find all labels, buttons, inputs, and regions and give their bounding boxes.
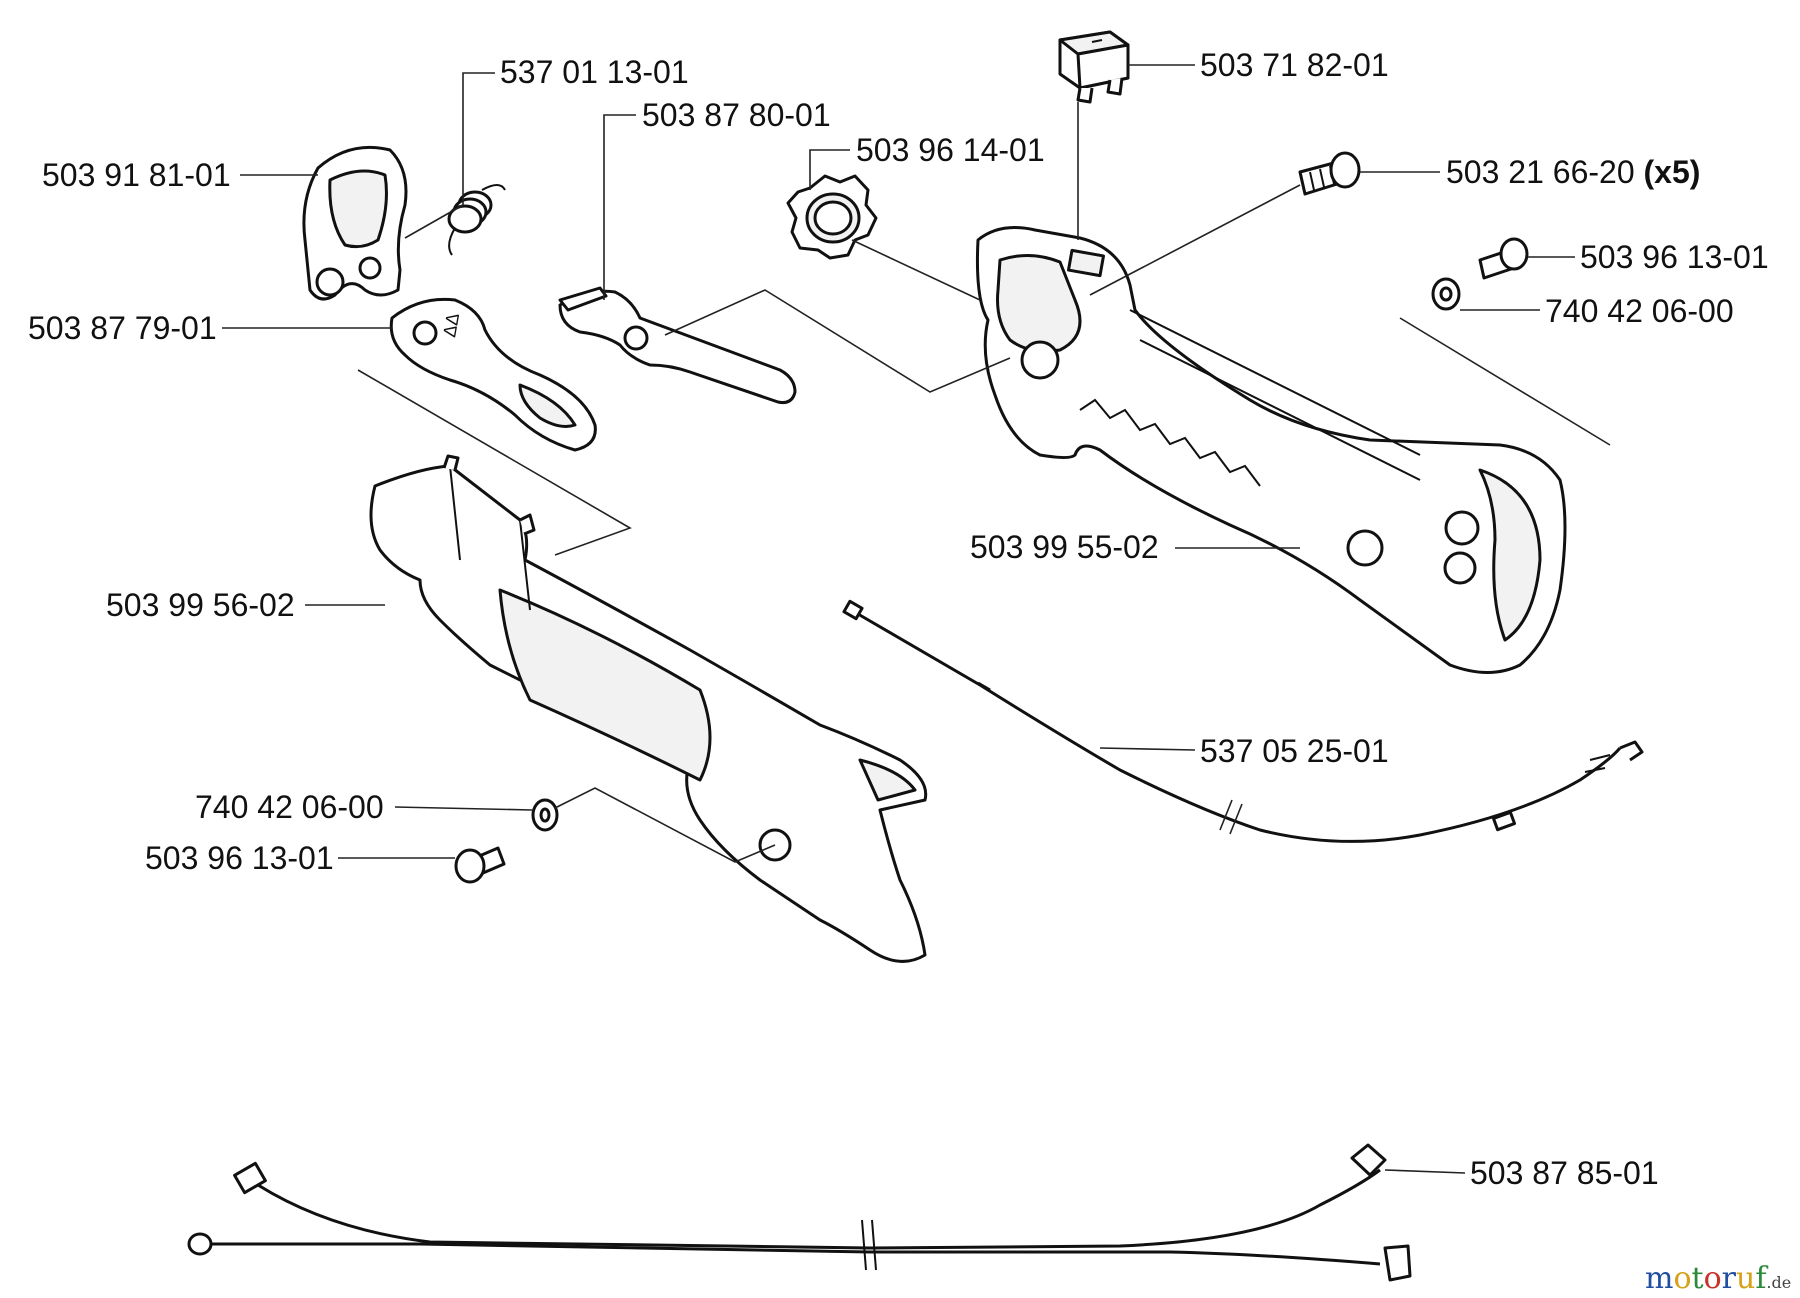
label-p14: 503 96 13-01	[145, 840, 334, 876]
part-handle-cover	[369, 454, 928, 963]
part-switch	[1058, 30, 1130, 104]
part-throttle-cable	[842, 599, 1644, 843]
label-p10: 503 99 55-02	[970, 529, 1159, 565]
label-p4: 503 71 82-01	[1200, 47, 1389, 83]
label-p13: 740 42 06-00	[195, 789, 384, 825]
label-p15: 503 87 85-01	[1470, 1155, 1659, 1191]
watermark-letter: o	[1704, 1261, 1722, 1296]
watermark-letter: t	[1692, 1261, 1704, 1296]
part-throttle-lever: ΔΔ	[389, 297, 597, 452]
watermark-letter: o	[1673, 1261, 1691, 1296]
label-p6: 503 91 81-01	[42, 157, 231, 193]
part-spring	[447, 184, 506, 256]
part-handle-half	[975, 226, 1567, 674]
part-screw-x5	[1298, 151, 1361, 196]
part-washer-left	[531, 798, 559, 832]
label-p3: 503 96 14-01	[856, 132, 1045, 168]
label-p9: 503 87 79-01	[28, 310, 217, 346]
part-lock-lever	[558, 286, 797, 404]
label-p8: 740 42 06-00	[1545, 293, 1734, 329]
part-screw-left	[454, 846, 506, 884]
watermark-letter: u	[1736, 1261, 1755, 1296]
leader-lines	[222, 64, 1611, 1174]
label-p5: 503 21 66-20 (x5)	[1446, 154, 1700, 190]
watermark-letter: m	[1645, 1261, 1673, 1296]
label-p2: 503 87 80-01	[642, 97, 831, 133]
label-p11: 503 99 56-02	[106, 587, 295, 623]
part-wire-harness	[187, 1143, 1412, 1282]
svg-text:ΔΔ: ΔΔ	[439, 312, 463, 339]
part-gear-ring	[786, 174, 878, 260]
part-screw-right	[1478, 237, 1529, 280]
label-p7: 503 96 13-01	[1580, 239, 1769, 275]
part-labels: 537 01 13-01 503 87 80-01 503 96 14-01 5…	[28, 47, 1769, 1191]
part-clamp	[302, 145, 408, 301]
label-p5-qty: (x5)	[1644, 154, 1701, 190]
watermark-letter: f	[1755, 1261, 1768, 1296]
label-p12: 537 05 25-01	[1200, 733, 1389, 769]
watermark-logo: motoruf.de	[1645, 1261, 1791, 1296]
part-washer-right	[1431, 277, 1461, 311]
watermark-letter: r	[1722, 1261, 1737, 1296]
label-p1: 537 01 13-01	[500, 54, 689, 90]
